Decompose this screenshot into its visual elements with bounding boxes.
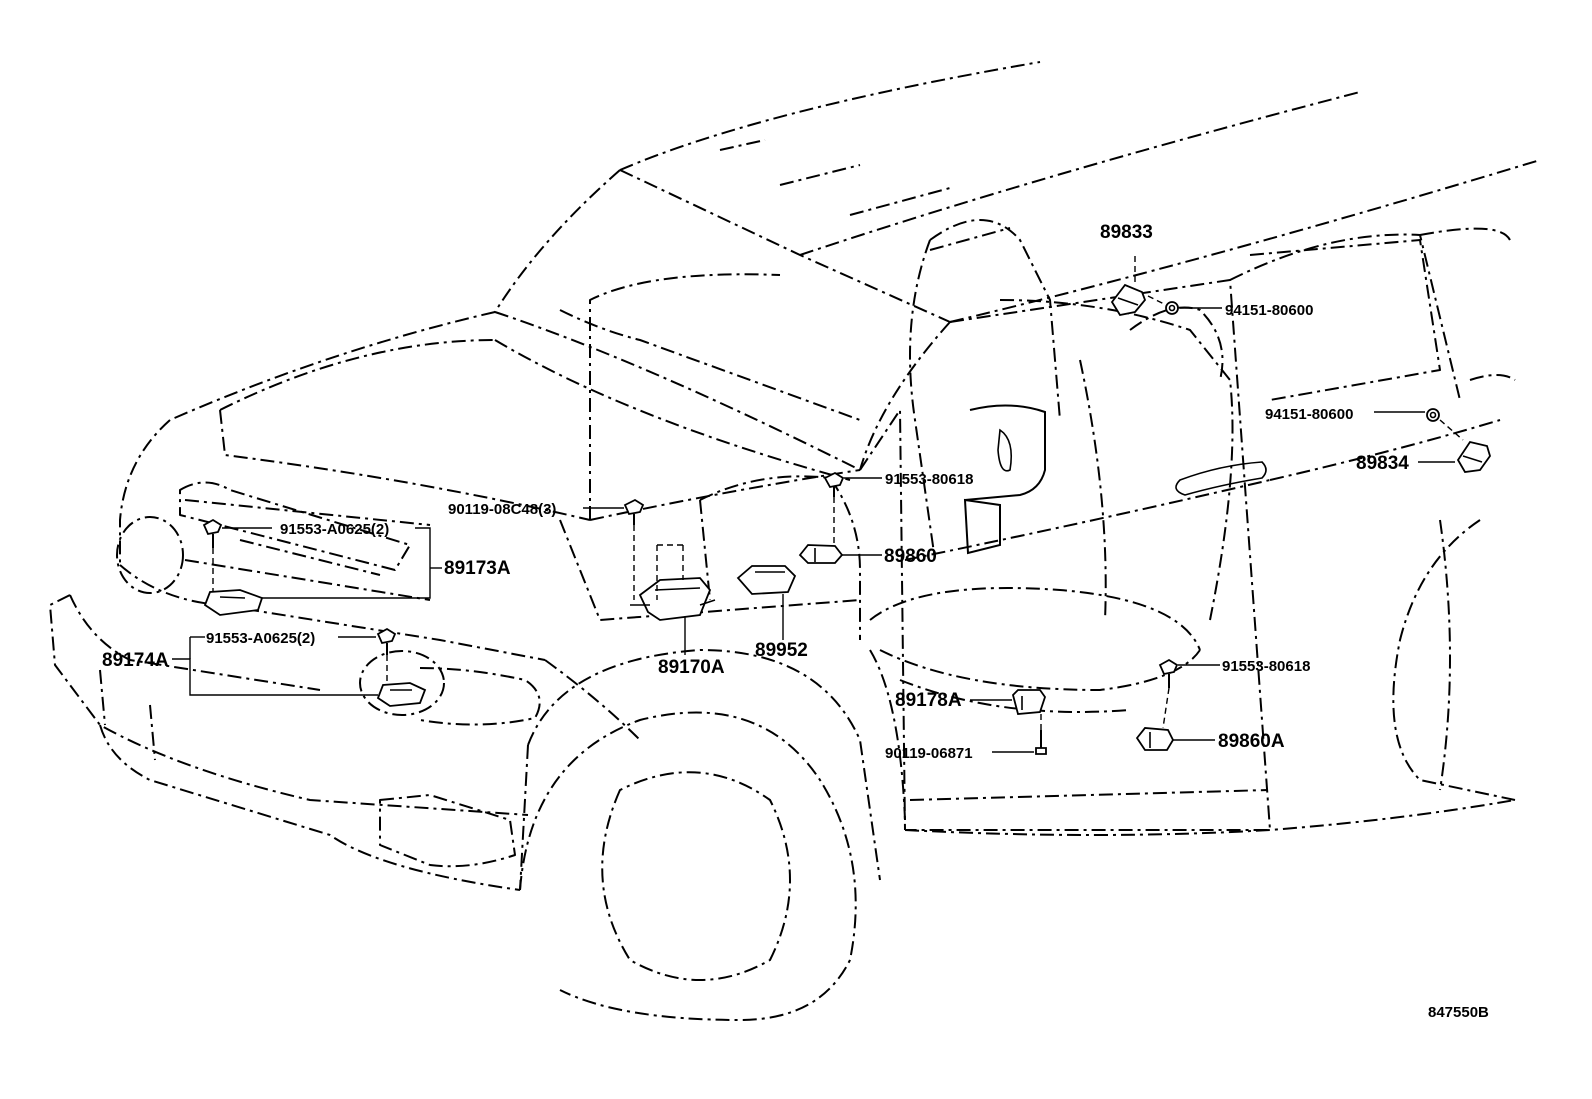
- label-94151-80600-rear: 94151-80600: [1265, 406, 1353, 423]
- sensor-89834-shape: [1456, 440, 1491, 473]
- label-89834: 89834: [1356, 453, 1409, 474]
- label-89952: 89952: [755, 640, 808, 661]
- label-89833: 89833: [1100, 222, 1153, 243]
- nut-94151-upper-shape: [1165, 301, 1179, 315]
- leader-lines: [172, 255, 1464, 753]
- label-91553-80618-lower: 91553-80618: [1222, 658, 1310, 675]
- part-labels: 89833 94151-80600 94151-80600 89834 9155…: [102, 222, 1409, 762]
- label-89178a: 89178A: [895, 690, 962, 711]
- sensor-89178a-shape: [1011, 689, 1046, 715]
- bolt-90119-08c48-shape: [623, 498, 645, 516]
- sensor-89833-shape: [1110, 283, 1147, 317]
- ecu-89170a-shape: [638, 577, 712, 621]
- diagram-reference-code: 847550B: [1428, 1004, 1489, 1021]
- label-89173a: 89173A: [444, 558, 511, 579]
- bolt-91553-80618-upper-shape: [823, 471, 845, 489]
- sensor-89174a-shape: [376, 682, 427, 707]
- bolt-90119-06871-shape: [1035, 747, 1047, 755]
- label-89174a: 89174A: [102, 650, 169, 671]
- bolt-91553-80618-lower-shape: [1158, 658, 1179, 676]
- part-shapes: [202, 283, 1491, 755]
- sensor-89173a-shape: [203, 589, 264, 616]
- module-89952-shape: [736, 565, 797, 595]
- label-91553-80618-upper: 91553-80618: [885, 471, 973, 488]
- sensor-89860-shape: [798, 544, 844, 564]
- nut-94151-rear-shape: [1426, 408, 1440, 422]
- label-90119-06871: 90119-06871: [885, 745, 973, 762]
- label-89170a: 89170A: [658, 657, 725, 678]
- vehicle-outline: [49, 61, 1541, 1021]
- label-94151-80600-upper: 94151-80600: [1225, 302, 1313, 319]
- bolt-91553-a0625-lower-shape: [376, 627, 397, 645]
- label-89860: 89860: [884, 546, 937, 567]
- label-89860a: 89860A: [1218, 731, 1285, 752]
- label-91553-a0625-lower: 91553-A0625(2): [206, 630, 315, 647]
- sensor-89860a-shape: [1135, 727, 1175, 751]
- label-91553-a0625-upper: 91553-A0625(2): [280, 521, 389, 538]
- bolt-91553-a0625-upper-shape: [202, 518, 223, 536]
- label-90119-08c48: 90119-08C48(3): [448, 501, 556, 518]
